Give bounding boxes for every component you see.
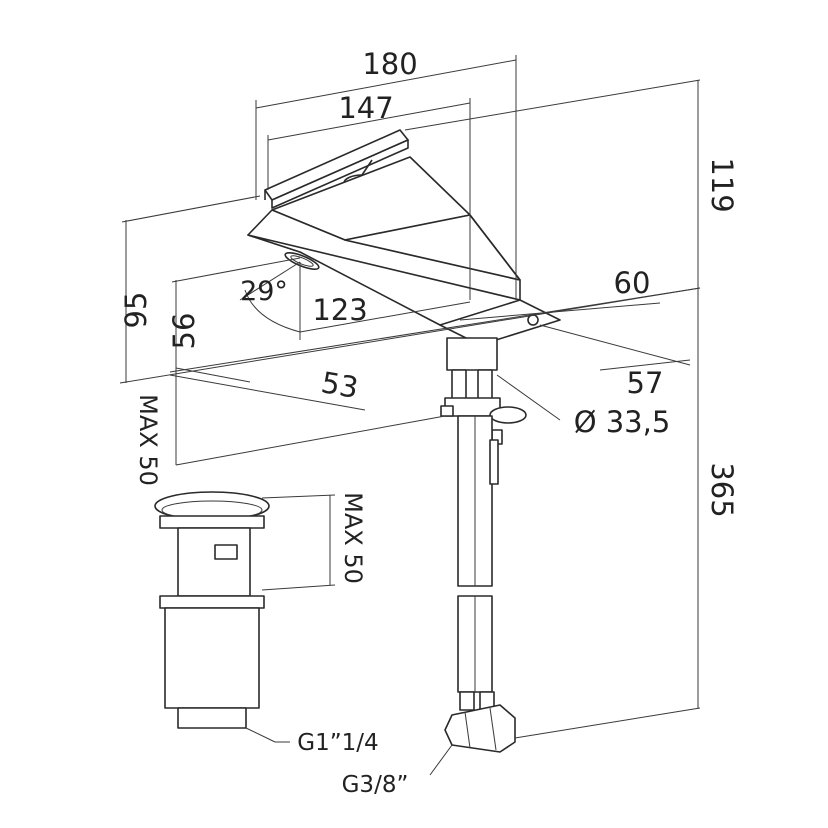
waste-flange [159, 595, 265, 609]
dim-147-label: 147 [338, 91, 393, 125]
dim-diameter-label: Ø 33,5 [574, 405, 671, 439]
dim-angle-label: 29° [240, 276, 288, 307]
popup-waste [154, 491, 270, 729]
dim-57-label: 57 [627, 366, 664, 400]
shank-assembly [440, 337, 527, 753]
waste-body [177, 527, 251, 597]
dim-180-label: 180 [362, 47, 417, 81]
hose-nut [444, 704, 516, 753]
dim-123-label: 123 [312, 293, 367, 327]
dim-deck-max-label: MAX 50 [134, 394, 162, 486]
lever-handle-side [271, 139, 409, 209]
dimension-lines [119, 55, 701, 776]
hose-thread-label: G3/8” [342, 772, 409, 798]
waste-thread-label: G1”1/4 [297, 730, 378, 756]
set-screw [527, 314, 539, 326]
dimension-labels: 180 147 119 95 56 29° 123 60 57 53 Ø 33,… [119, 47, 739, 798]
dim-119-label: 119 [705, 157, 739, 212]
dim-60-label: 60 [614, 266, 651, 300]
dim-365-label: 365 [705, 462, 739, 517]
dim-56-label: 56 [167, 313, 201, 350]
dim-waste-max-label: MAX 50 [339, 492, 367, 584]
shank-top [446, 337, 498, 371]
fixing-washer [489, 406, 527, 424]
dim-95-label: 95 [119, 292, 153, 329]
faucet-body [247, 129, 561, 346]
dim-53-label: 53 [319, 365, 361, 405]
waste-thread [177, 707, 247, 729]
waste-tail [164, 607, 260, 709]
